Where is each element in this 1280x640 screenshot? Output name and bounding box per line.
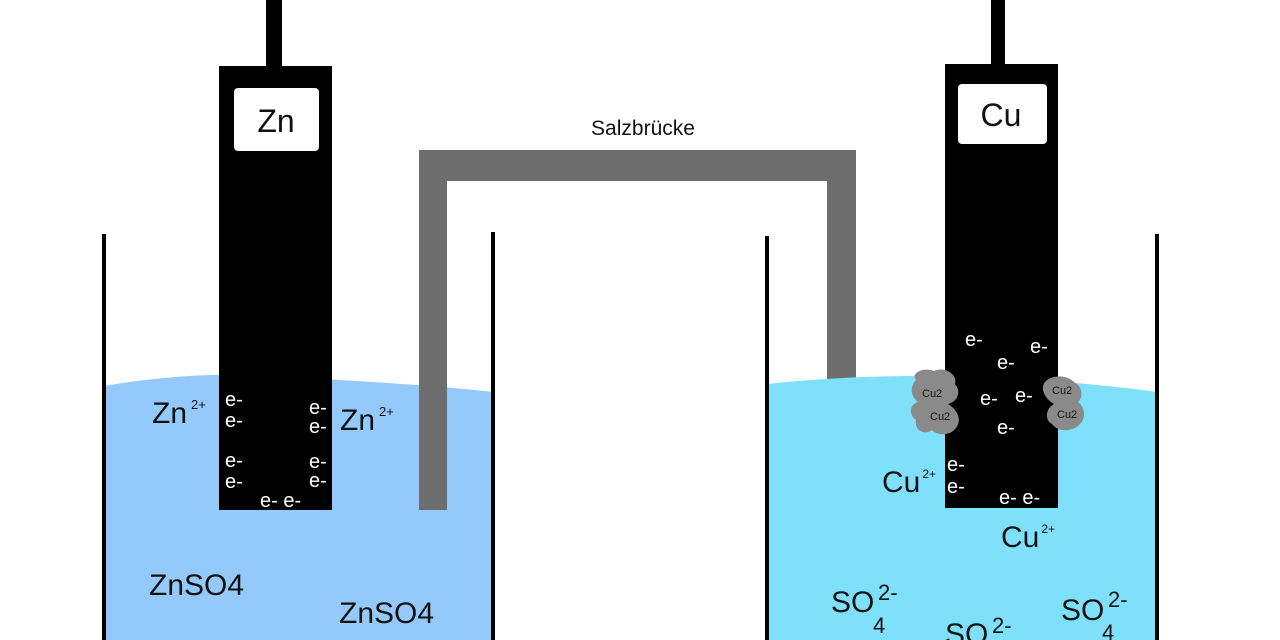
cu-electron: e- (1015, 385, 1033, 407)
cu-electron-pair: e- e- (999, 487, 1040, 509)
copper-deposit: Cu2 Cu2 (910, 369, 959, 435)
sulfate-ion: SO 2- 4 (1061, 587, 1128, 640)
zn-electron: e- (225, 389, 243, 411)
zn-electron: e- (225, 471, 243, 493)
svg-text:4: 4 (1102, 620, 1114, 640)
svg-text:Cu2: Cu2 (1057, 409, 1077, 421)
svg-text:SO: SO (1061, 594, 1104, 627)
zn-electron: e- (309, 451, 327, 473)
cu-electron: e- (997, 417, 1015, 439)
svg-text:SO: SO (831, 586, 874, 619)
svg-text:2-: 2- (992, 613, 1012, 638)
svg-text:Cu2: Cu2 (1052, 385, 1072, 397)
znso4-label: ZnSO4 (339, 597, 434, 630)
salt-bridge-label: Salzbrücke (591, 117, 695, 140)
zinc-electrode-label: Zn (257, 103, 294, 139)
svg-text:SO: SO (945, 618, 988, 640)
cu-electron: e- (947, 454, 965, 476)
copper-electrode-label-box (958, 84, 1047, 144)
zn-electron: e- (225, 410, 243, 432)
zinc-electrode-label-box (234, 88, 319, 151)
svg-text:Cu2: Cu2 (922, 388, 942, 400)
zn-electron: e- (309, 470, 327, 492)
sulfate-ion: SO 2- 4 (831, 580, 898, 638)
copper-electrode-rod (991, 0, 1005, 66)
cu-electron: e- (997, 352, 1015, 374)
sulfate-ion: SO 2- (945, 613, 1012, 640)
cu-electron: e- (1030, 336, 1048, 358)
cu-electron: e- (980, 388, 998, 410)
svg-text:2-: 2- (878, 580, 898, 605)
cu-electron: e- (947, 476, 965, 498)
zn-electron: e- (309, 397, 327, 419)
copper-electrode-label: Cu (981, 97, 1022, 133)
svg-text:2-: 2- (1108, 587, 1128, 612)
cu-electron: e- (965, 329, 983, 351)
copper-deposit: Cu2 Cu2 (1042, 376, 1084, 431)
svg-text:4: 4 (873, 613, 885, 638)
svg-text:Cu2: Cu2 (930, 411, 950, 423)
zinc-electrode-rod (266, 0, 282, 68)
zn-electron: e- (225, 450, 243, 472)
zn-electron-pair: e- e- (260, 490, 301, 512)
zn-electron: e- (309, 416, 327, 438)
znso4-label: ZnSO4 (149, 569, 244, 602)
